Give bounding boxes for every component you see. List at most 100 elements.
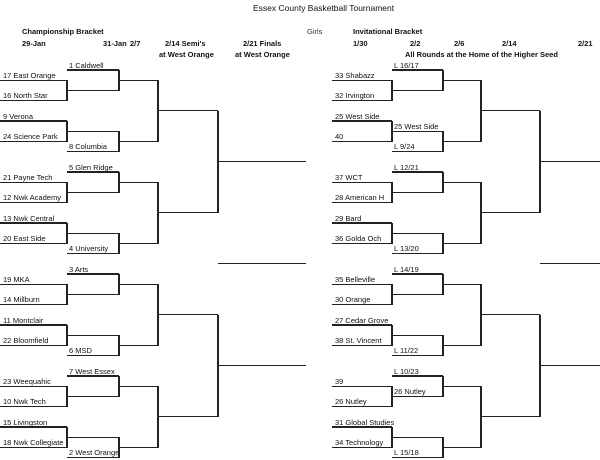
team-slot: 18 Nwk Collegiate (3, 437, 64, 447)
round1-slot-line (332, 304, 392, 306)
team-slot: 26 Nutley (394, 386, 426, 396)
round3-slot-line (443, 385, 481, 387)
round1-slot-line (332, 100, 392, 102)
invitational-round-3-date: 2/6 (454, 39, 465, 48)
round4-slot-line (481, 416, 540, 418)
round2-slot-line (392, 457, 443, 459)
team-slot: 8 Columbia (69, 142, 107, 152)
team-slot: 29 Bard (335, 213, 362, 223)
championship-round-3-date: 2/7 (130, 39, 141, 48)
round2-slot-line (392, 171, 443, 173)
round1-slot-line (332, 222, 392, 224)
round1-slot-line (0, 222, 67, 224)
team-slot: 9 Verona (3, 111, 34, 121)
round1-slot-line (332, 120, 392, 122)
round2-slot-line (392, 69, 443, 71)
round1-slot-line (332, 283, 392, 285)
round1-slot-line (0, 181, 67, 183)
round4-slot-line (481, 110, 540, 112)
round2-slot-line (67, 89, 119, 92)
team-slot: 32 Irvington (335, 91, 375, 101)
invitational-round-4-date: 2/14 (502, 39, 517, 48)
round1-slot-line (332, 140, 392, 143)
round2-slot-line (392, 273, 443, 275)
team-slot: 22 Bloomfield (3, 335, 49, 345)
round1-slot-line (332, 242, 392, 245)
division-label: Girls (307, 27, 323, 36)
round2-slot-line (67, 334, 119, 336)
team-slot: 23 Weequahic (3, 376, 51, 386)
team-slot: 31 Global Studies (335, 417, 395, 427)
team-slot: L 9/24 (394, 142, 415, 152)
round1-slot-line (0, 242, 67, 245)
round1-slot-line (0, 100, 67, 102)
round2-slot-line (392, 375, 443, 377)
championship-round-1-date: 29-Jan (22, 39, 46, 48)
team-slot: 37 WCT (335, 172, 363, 182)
round3-slot-line (119, 79, 158, 81)
round2-slot-line (67, 375, 119, 377)
round2-slot-line (67, 151, 119, 153)
team-slot: L 16/17 (394, 60, 419, 70)
round2-slot-line (392, 334, 443, 336)
semifinal-slot-line (218, 161, 306, 163)
championship-semis-date: 2/14 Semi's (165, 39, 206, 48)
team-slot: 19 MKA (3, 274, 30, 284)
round2-slot-line (392, 151, 443, 153)
round2-slot-line (67, 436, 119, 438)
finals-location: at West Orange (235, 50, 290, 59)
round1-slot-line (0, 202, 67, 204)
round2-slot-line (67, 395, 119, 398)
round1-slot-line (332, 181, 392, 183)
team-slot: 39 (335, 376, 344, 386)
team-slot: 26 Nutley (335, 397, 367, 407)
round2-slot-line (392, 395, 443, 398)
round1-slot-line (332, 79, 392, 81)
team-slot: 3 Arts (69, 264, 89, 274)
round3-slot-line (443, 79, 481, 81)
round1-slot-line (0, 406, 67, 408)
team-slot: 30 Orange (335, 295, 371, 305)
round1-slot-line (332, 385, 392, 387)
team-slot: 24 Science Park (3, 131, 58, 141)
round3-slot-line (443, 283, 481, 285)
team-slot: 11 Montclair (3, 315, 44, 325)
team-slot: 13 Nwk Central (3, 213, 55, 223)
round1-slot-line (0, 446, 67, 449)
team-slot: 6 MSD (69, 346, 92, 356)
round3-slot-line (443, 446, 481, 449)
round4-slot-line (158, 212, 218, 214)
team-slot: 5 Glen Ridge (69, 162, 113, 172)
round2-slot-line (392, 293, 443, 296)
team-slot: 17 East Orange (3, 70, 56, 80)
round3-slot-line (443, 140, 481, 143)
invitational-round-2-date: 2/2 (410, 39, 421, 48)
round3-slot-line (119, 344, 158, 347)
team-slot: 28 American H (335, 193, 385, 203)
semifinal-slot-line (218, 365, 306, 367)
team-slot: 34 Technology (335, 437, 384, 447)
team-slot: L 15/18 (394, 448, 419, 458)
round2-slot-line (67, 253, 119, 255)
invitational-round-5-date: 2/21 (578, 39, 593, 48)
round1-slot-line (0, 304, 67, 306)
round2-slot-line (392, 130, 443, 132)
team-slot: 25 West Side (335, 111, 380, 121)
team-slot: 36 Golda Och (335, 233, 382, 243)
team-slot: 16 North Star (3, 91, 48, 101)
round2-slot-line (67, 293, 119, 296)
round1-slot-line (0, 426, 67, 428)
championship-finals-date: 2/21 Finals (243, 39, 282, 48)
round1-slot-line (0, 283, 67, 285)
round1-slot-line (0, 79, 67, 81)
round2-slot-line (67, 273, 119, 275)
championship-heading: Championship Bracket (22, 27, 104, 36)
team-slot: 25 West Side (394, 121, 439, 131)
round2-slot-line (392, 253, 443, 255)
team-slot: 21 Payne Tech (3, 172, 53, 182)
final-slot-line (540, 263, 600, 265)
team-slot: 2 West Orange (69, 448, 120, 458)
team-slot: 10 Nwk Tech (3, 397, 46, 407)
team-slot: 14 Millburn (3, 295, 40, 305)
team-slot: L 11/22 (394, 346, 419, 356)
